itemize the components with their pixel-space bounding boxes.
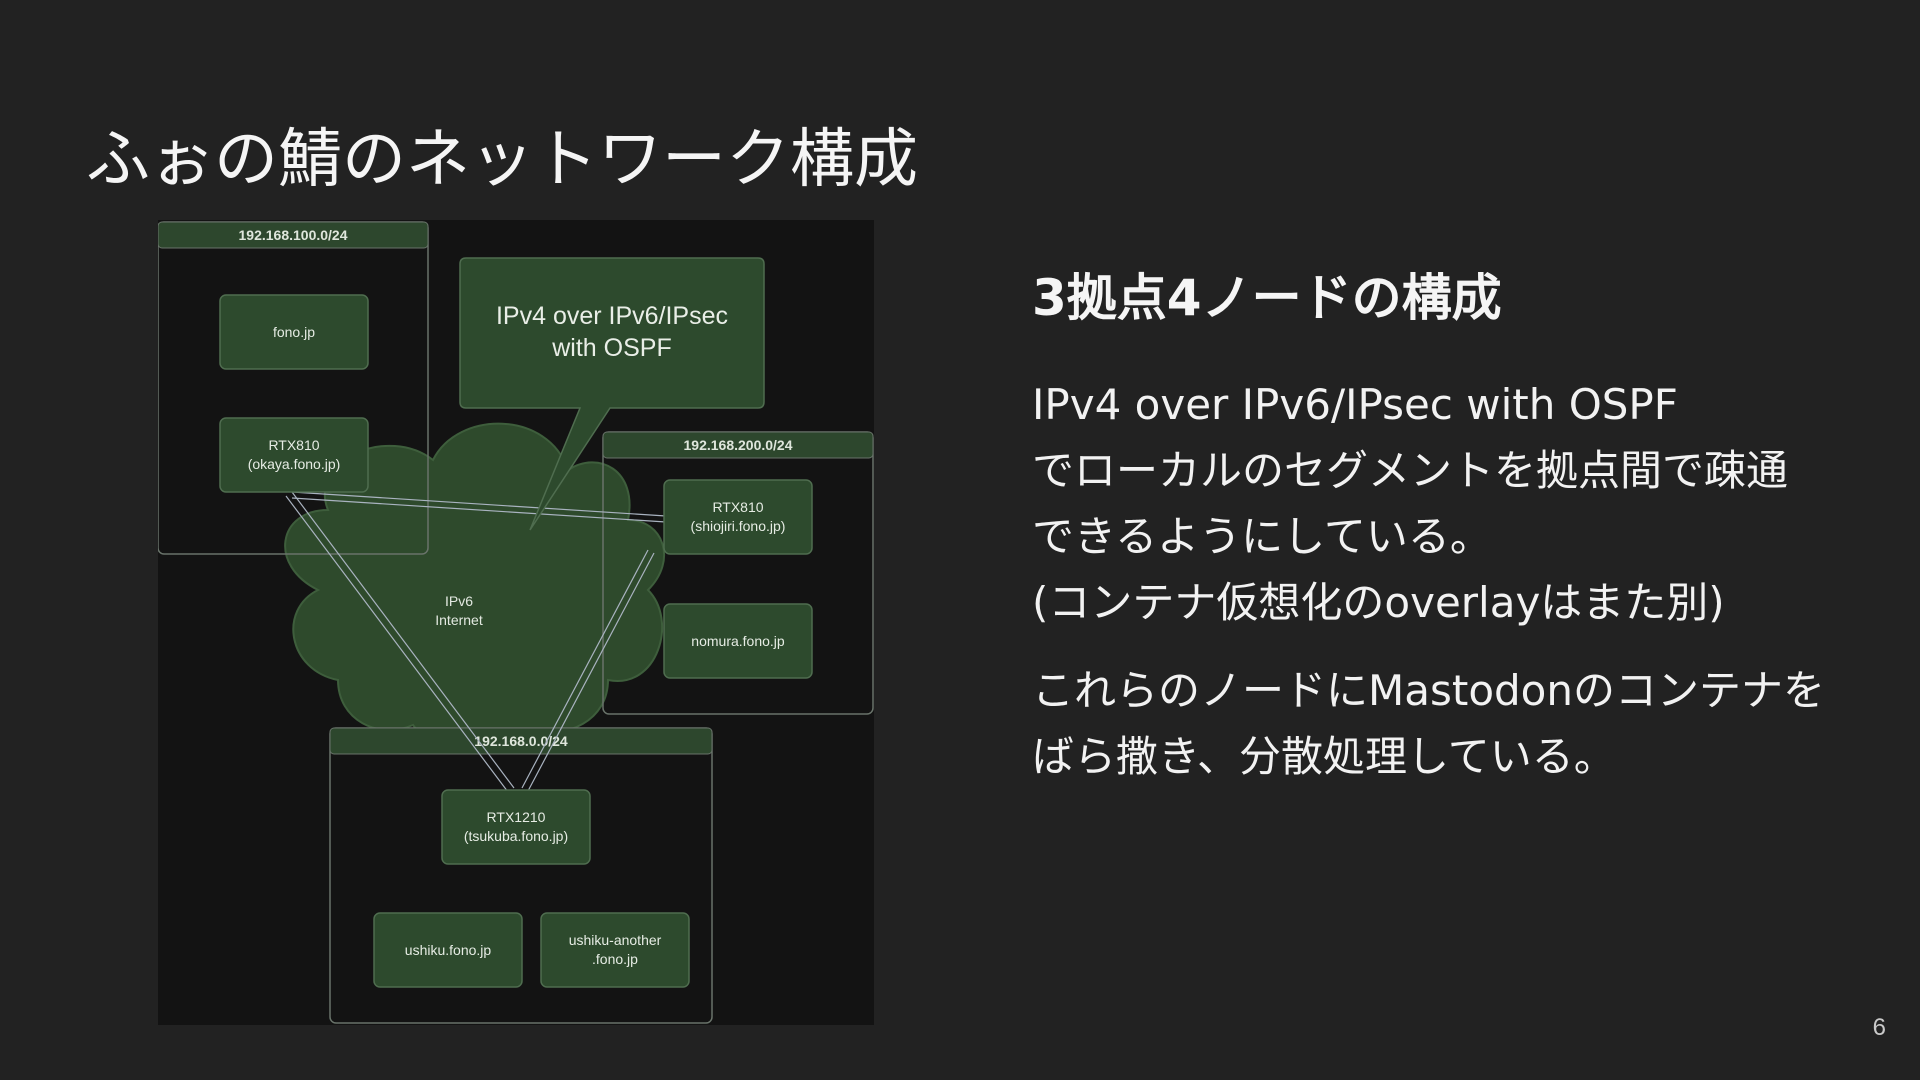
segment-label: 192.168.200.0/24 <box>684 437 793 453</box>
node-label: (shiojiri.fono.jp) <box>691 518 786 534</box>
node-label: nomura.fono.jp <box>691 633 785 649</box>
paragraph-line: ばら撒き、分散処理している。 <box>1032 732 1616 781</box>
node-rtx1210-tsukuba: RTX1210 (tsukuba.fono.jp) <box>441 789 591 865</box>
network-diagram: IPv6 Internet 192.168.100.0/24 192.168.2… <box>158 220 874 1025</box>
node-label: (okaya.fono.jp) <box>248 456 341 472</box>
paragraph-line: IPv4 over IPv6/IPsec with OSPF <box>1032 380 1678 429</box>
slide-title: ふぉの鯖のネットワーク構成 <box>86 123 918 197</box>
tunnel-link <box>527 552 655 792</box>
segment-192-168-0: 192.168.0.0/24 <box>329 727 713 1024</box>
ipv6-internet-cloud <box>284 422 666 753</box>
node-label: fono.jp <box>273 324 315 340</box>
node-ushiku-another-fono-jp: ushiku-another .fono.jp <box>540 912 690 988</box>
paragraph-line: でローカルのセグメントを拠点間で疎通 <box>1032 446 1789 495</box>
node-label: RTX810 <box>268 437 319 453</box>
content-panel: 3拠点4ノードの構成 IPv4 over IPv6/IPsec with OSP… <box>1032 258 1892 790</box>
node-rtx810-okaya: RTX810 (okaya.fono.jp) <box>219 417 369 493</box>
ipsec-tunnel-links <box>285 491 667 793</box>
node-ushiku-fono-jp: ushiku.fono.jp <box>373 912 523 988</box>
node-label: RTX1210 <box>487 809 546 825</box>
tunnel-link <box>291 491 667 517</box>
node-label: ushiku-another <box>569 932 662 948</box>
cloud-label-line-2: Internet <box>435 612 483 628</box>
node-label: RTX810 <box>712 499 763 515</box>
segment-label: 192.168.100.0/24 <box>239 227 348 243</box>
page-number: 6 <box>1872 1014 1886 1041</box>
callout-line-2: with OSPF <box>551 334 671 362</box>
tunnel-link <box>521 549 649 789</box>
segment-192-168-100: 192.168.100.0/24 <box>158 221 429 555</box>
tunnel-link <box>285 495 509 793</box>
paragraph-overview: IPv4 over IPv6/IPsec with OSPF でローカルのセグメ… <box>1032 372 1892 636</box>
callout-line-1: IPv4 over IPv6/IPsec <box>496 302 728 330</box>
cloud-label-line-1: IPv6 <box>445 593 473 609</box>
segment-192-168-200: 192.168.200.0/24 <box>602 431 874 715</box>
paragraph-mastodon: これらのノードにMastodonのコンテナを ばら撒き、分散処理している。 <box>1032 658 1892 790</box>
tunnel-link <box>291 497 667 523</box>
node-nomura-fono-jp: nomura.fono.jp <box>663 603 813 679</box>
paragraph-line: できるようにしている。 <box>1032 512 1492 561</box>
section-heading: 3拠点4ノードの構成 <box>1032 269 1502 327</box>
paragraph-line: これらのノードにMastodonのコンテナを <box>1032 666 1825 715</box>
tunnel-link <box>291 491 515 789</box>
paragraph-line: (コンテナ仮想化のoverlayはまた別) <box>1032 578 1725 627</box>
node-label: ushiku.fono.jp <box>405 942 492 958</box>
callout-ipv4-over-ipv6: IPv4 over IPv6/IPsec with OSPF <box>459 257 765 531</box>
node-label: .fono.jp <box>592 951 638 967</box>
node-fono-jp: fono.jp <box>219 294 369 370</box>
node-label: (tsukuba.fono.jp) <box>464 828 568 844</box>
node-rtx810-shiojiri: RTX810 (shiojiri.fono.jp) <box>663 479 813 555</box>
network-diagram-canvas: IPv6 Internet 192.168.100.0/24 192.168.2… <box>158 221 874 1024</box>
